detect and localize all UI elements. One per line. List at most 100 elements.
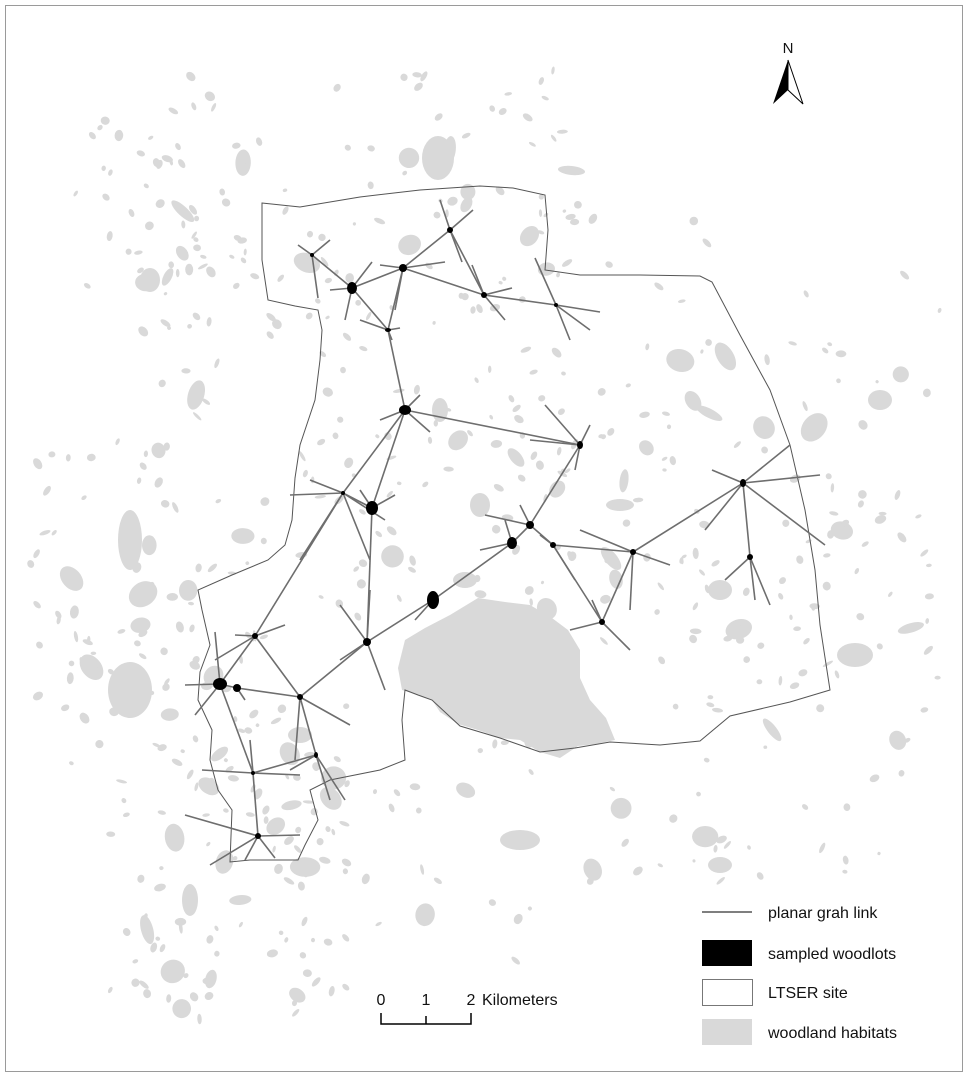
woodland-patch [69, 761, 74, 766]
woodland-patch [150, 942, 158, 953]
woodland-patch [285, 773, 290, 780]
woodland-patch [517, 474, 526, 482]
sampled-woodlot [341, 491, 345, 495]
woodland-patch [139, 980, 149, 989]
woodland-patch [266, 817, 286, 836]
north-arrow-dark-half [773, 60, 788, 104]
woodland-patch [192, 412, 202, 421]
woodland-patch [392, 388, 405, 393]
woodland-patch [277, 274, 285, 282]
woodland-patch [159, 944, 166, 953]
woodland-patch [512, 404, 521, 413]
woodland-patch [291, 1000, 298, 1007]
woodland-patch [733, 441, 741, 448]
woodland-patch [100, 116, 110, 125]
woodland-patch [207, 563, 217, 573]
woodland-patch [825, 473, 832, 480]
woodland-patch [762, 718, 782, 742]
woodland-patch [374, 217, 386, 225]
woodland-patch [716, 877, 725, 885]
woodland-patch [530, 451, 538, 460]
planar-graph-link [601, 551, 634, 623]
woodland-patch [164, 823, 185, 852]
woodland-patch [500, 830, 540, 850]
planar-graph-link [449, 229, 485, 296]
woodland-patch [175, 245, 189, 261]
planar-graph-link [439, 199, 451, 231]
woodland-patch [155, 199, 165, 208]
woodland-patch [187, 380, 206, 410]
woodland-patch [320, 256, 329, 267]
woodland-patch [193, 237, 199, 243]
woodland-patch [857, 500, 864, 508]
woodland-patch [316, 838, 324, 846]
woodland-patch [137, 267, 144, 274]
woodland-patch [565, 213, 576, 220]
woodland-patch [192, 655, 200, 664]
woodland-patch [202, 977, 214, 985]
woodland-patch [140, 268, 160, 292]
north-arrow: N [773, 40, 804, 105]
woodland-patch [292, 1008, 300, 1017]
woodland-patch [425, 262, 433, 270]
woodland-patch [181, 368, 191, 374]
woodland-patch [90, 651, 97, 655]
woodland-patch [889, 730, 907, 750]
woodland-patch [81, 495, 87, 501]
woodland-patch [238, 921, 243, 928]
woodland-patch [107, 668, 114, 675]
woodland-patch [214, 358, 220, 369]
woodland-patch [166, 592, 178, 601]
woodland-patch [680, 558, 684, 565]
sampled-woodlot [447, 227, 453, 233]
woodland-patch [802, 401, 808, 412]
woodland-patch [294, 845, 302, 853]
woodland-patch [476, 304, 483, 314]
woodland-patch [829, 511, 839, 516]
woodland-patch [708, 580, 732, 600]
planar-graph-link [342, 409, 406, 494]
woodland-patch [538, 194, 544, 200]
planar-graph-link [339, 604, 368, 643]
woodland-patch [778, 593, 784, 600]
woodland-patch [841, 519, 850, 527]
planar-graph-link [311, 254, 319, 299]
planar-graph-link [402, 261, 446, 269]
woodland-patch [898, 770, 905, 777]
woodland-patch [172, 502, 179, 513]
woodland-patch [607, 428, 615, 436]
planar-graph-link [529, 439, 581, 446]
sampled-woodlot [630, 549, 636, 555]
woodland-patch [206, 317, 212, 327]
woodland-patch [245, 812, 255, 817]
woodland-patch [270, 717, 282, 725]
planar-graph-link [742, 482, 751, 558]
planar-graph-links [184, 199, 826, 866]
woodland-patch [706, 702, 715, 708]
woodland-patch [51, 530, 57, 536]
woodland-patch [747, 845, 751, 850]
woodland-patch [529, 369, 538, 375]
woodland-patch [538, 395, 546, 402]
woodland-patch [830, 521, 854, 540]
sampled-woodlots [213, 227, 753, 839]
woodland-patch [168, 261, 175, 269]
woodland-patch [796, 555, 804, 564]
woodland-patch [789, 682, 800, 690]
woodland-patch [491, 524, 501, 534]
woodland-patch [677, 299, 686, 303]
woodland-patch [415, 807, 422, 814]
woodland-patch [700, 349, 704, 354]
woodland-patch [260, 497, 270, 506]
planar-graph-link [351, 267, 404, 289]
planar-graph-link [555, 304, 571, 341]
woodland-patch [302, 969, 312, 978]
woodland-patch [140, 915, 155, 945]
planar-graph-link [201, 769, 254, 774]
woodland-patch [600, 434, 607, 440]
planar-graph-link [214, 635, 256, 661]
woodland-patch [355, 299, 362, 306]
woodland-patch [200, 254, 207, 259]
woodland-patch [609, 786, 616, 792]
woodland-patch [529, 598, 533, 606]
